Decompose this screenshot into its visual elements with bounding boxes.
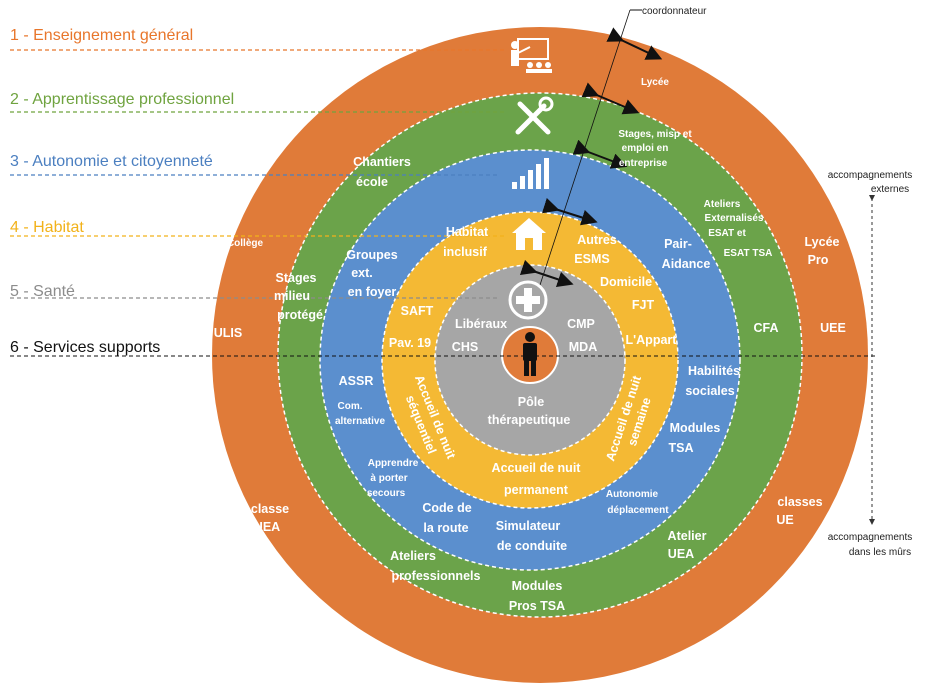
label-chs: CHS <box>452 340 478 354</box>
label-ateliers-ext-4: ESAT TSA <box>724 248 773 259</box>
label-apprendre-2: à porter <box>370 473 407 484</box>
label-com-1: Com. <box>338 401 363 412</box>
label-stages-2: emploi en <box>622 143 669 154</box>
ext-label-2: externes <box>871 184 909 195</box>
label-pole-1: Pôle <box>518 395 544 409</box>
label-domicile: Domicile <box>600 275 652 289</box>
level-4-label: 4 - Habitat <box>10 219 84 236</box>
label-com-2: alternative <box>335 416 385 427</box>
label-simulateur-2: de conduite <box>497 539 567 553</box>
label-atelier-uea-1: Atelier <box>668 529 707 543</box>
label-apprendre-3: secours <box>367 488 406 499</box>
medical-cross-icon <box>508 280 548 320</box>
label-autonomie-2: déplacement <box>607 505 669 516</box>
label-stages-milieu-2: milieu <box>274 289 310 303</box>
person-icon <box>523 332 537 376</box>
label-lappart: L'Appart <box>626 333 678 347</box>
label-stages-milieu-1: Stages <box>276 271 317 285</box>
label-atelier-uea-2: UEA <box>668 547 694 561</box>
house-icon <box>512 218 546 250</box>
level-6-label: 6 - Services supports <box>10 339 160 356</box>
label-pair-1: Pair- <box>664 237 692 251</box>
label-saft: SAFT <box>401 304 434 318</box>
label-autonomie-1: Autonomie <box>606 489 659 500</box>
label-lycee-pro-1: Lycée <box>805 235 840 249</box>
label-modules-tsa-2: TSA <box>669 441 694 455</box>
arrow-yellow-grey <box>541 197 598 226</box>
arrow-grey-center <box>519 259 574 288</box>
label-lycee-pro-2: Pro <box>808 253 829 267</box>
label-stages-milieu-3: protégé <box>277 308 323 322</box>
label-ateliers-pro-1: Ateliers <box>390 549 436 563</box>
label-stages-3: entreprise <box>619 158 668 169</box>
label-pair-2: Aidance <box>662 257 711 271</box>
label-assr: ASSR <box>339 374 374 388</box>
chart-icon <box>512 158 549 189</box>
int-label-1: accompagnements <box>828 532 913 543</box>
arrow-orange-green <box>606 27 663 60</box>
arrow-blue-yellow <box>572 139 628 169</box>
label-pav19: Pav. 19 <box>389 336 431 350</box>
label-apprendre-1: Apprendre <box>368 458 419 469</box>
label-perm-1: Accueil de nuit <box>492 461 582 475</box>
label-modules-pros-1: Modules <box>512 579 563 593</box>
arrow-green-blue <box>581 82 640 115</box>
label-ateliers-ext-2: Externalisés <box>705 213 764 224</box>
level-3-label: 3 - Autonomie et citoyenneté <box>10 153 213 170</box>
label-perm-2: permanent <box>504 483 569 497</box>
label-pole-2: thérapeutique <box>488 413 571 427</box>
label-ateliers-pro-2: professionnels <box>392 569 481 583</box>
label-classes-ue-1: classes <box>777 495 822 509</box>
label-college: Collège <box>227 238 264 249</box>
label-mda: MDA <box>569 340 597 354</box>
label-habitat-inclusif-1: Habitat <box>446 225 489 239</box>
label-ulis: ULIS <box>214 326 242 340</box>
label-autres-esms-1: Autres <box>577 233 617 247</box>
label-modules-tsa-1: Modules <box>670 421 721 435</box>
label-habiletes-2: sociales <box>685 384 734 398</box>
label-simulateur-1: Simulateur <box>496 519 561 533</box>
label-groupes-3: en foyer <box>348 285 397 299</box>
ring-yellow-border <box>381 211 679 509</box>
teacher-icon <box>511 38 552 73</box>
level-2-label: 2 - Apprentissage professionnel <box>10 91 234 108</box>
label-cmp: CMP <box>567 317 595 331</box>
label-stages-1: Stages, misp et <box>618 129 692 140</box>
level-1-label: 1 - Enseignement général <box>10 27 193 44</box>
label-chantiers-2: école <box>356 175 388 189</box>
ring-grey-border <box>434 264 626 456</box>
label-classes-ue-2: UE <box>776 513 793 527</box>
coordonnateur-label: coordonnateur <box>642 6 707 17</box>
label-ateliers-ext-1: Ateliers <box>704 199 741 210</box>
label-classe-uea-2: UEA <box>254 520 280 534</box>
label-code-2: la route <box>423 521 468 535</box>
label-groupes-1: Groupes <box>346 248 397 262</box>
label-fjt: FJT <box>632 298 655 312</box>
label-habitat-inclusif-2: inclusif <box>443 245 488 259</box>
label-lycee: Lycée <box>641 77 669 88</box>
label-groupes-2: ext. <box>351 266 373 280</box>
label-autres-esms-2: ESMS <box>574 252 609 266</box>
ring-blue-border <box>319 149 741 571</box>
label-ateliers-ext-3: ESAT et <box>708 228 746 239</box>
label-classe-uea-1: classe <box>251 502 289 516</box>
label-liberaux: Libéraux <box>455 317 507 331</box>
label-code-1: Code de <box>422 501 471 515</box>
label-cfa: CFA <box>754 321 779 335</box>
label-habiletes-1: Habilités <box>688 364 740 378</box>
label-modules-pros-2: Pros TSA <box>509 599 565 613</box>
label-uee: UEE <box>820 321 846 335</box>
label-chantiers-1: Chantiers <box>353 155 411 169</box>
level-5-label: 5 - Santé <box>10 283 75 300</box>
ext-label-1: accompagnements <box>828 170 913 181</box>
ring-green-border <box>277 92 803 618</box>
tools-icon <box>515 96 554 135</box>
int-label-2: dans les mûrs <box>849 547 911 558</box>
